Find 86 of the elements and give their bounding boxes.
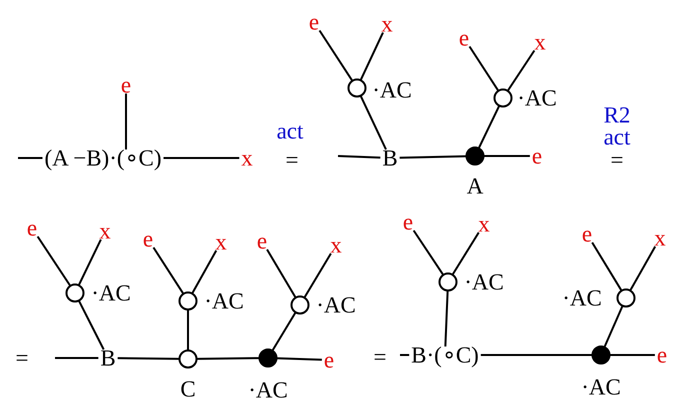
end-label: x	[534, 30, 546, 54]
end-label: x	[215, 230, 227, 254]
connector-line	[478, 106, 500, 148]
connector-line	[78, 300, 105, 350]
connector-line	[630, 246, 656, 291]
connector-line	[196, 357, 260, 360]
open-vertex	[290, 295, 310, 315]
connector-line	[452, 232, 480, 275]
connector-line	[276, 357, 322, 361]
connector-line	[400, 155, 466, 159]
end-label: x	[241, 146, 253, 170]
relation-label: R2	[604, 104, 630, 126]
vertex-annotation: A	[466, 174, 484, 198]
open-vertex	[178, 349, 198, 369]
vertex-annotation: ·AC	[372, 78, 412, 102]
end-label: x	[478, 212, 490, 236]
end-label: x	[654, 226, 666, 250]
connector-line	[610, 354, 655, 356]
relation-label: act	[276, 120, 304, 142]
connector-line	[444, 290, 449, 347]
connector-line	[304, 252, 332, 298]
equals-sign: =	[374, 346, 386, 368]
end-label: e	[582, 222, 592, 246]
vertex-annotation: ·AC	[562, 286, 602, 310]
end-label: e	[26, 216, 38, 240]
end-label: e	[256, 230, 268, 252]
vertex-annotation: ·AC	[91, 282, 131, 304]
connector-line	[272, 312, 296, 351]
vertex-annotation: C	[180, 378, 196, 400]
equals-sign: =	[286, 148, 298, 172]
connector-line	[468, 46, 499, 91]
end-label: e	[656, 344, 668, 366]
connector-line	[591, 242, 622, 291]
connector-line	[480, 354, 592, 356]
filled-vertex	[465, 146, 485, 166]
connector-line	[318, 30, 353, 81]
expression-label: (A −B)·(∘C)	[44, 146, 162, 170]
end-label: x	[381, 12, 393, 36]
connector-line	[360, 96, 387, 150]
expression-label: B·(∘C)	[411, 344, 479, 366]
relation-label: act	[604, 126, 630, 148]
connector-line	[400, 354, 410, 356]
vertex-annotation: ·AC	[204, 290, 244, 312]
end-label: e	[402, 210, 414, 234]
connector-line	[125, 94, 127, 150]
vertex-annotation: ·AC	[316, 294, 356, 316]
connector-line	[192, 250, 218, 294]
end-label: e	[308, 10, 320, 34]
connector-line	[360, 32, 384, 80]
connector-line	[338, 155, 380, 159]
end-label: e	[532, 144, 542, 168]
connector-line	[78, 239, 102, 286]
connector-line	[266, 248, 296, 298]
end-label: x	[330, 234, 342, 256]
connector-line	[484, 155, 530, 157]
filled-vertex	[591, 345, 611, 365]
end-label: B	[382, 146, 398, 170]
connector-line	[604, 306, 624, 348]
connector-line	[36, 236, 71, 286]
open-vertex	[438, 272, 458, 292]
open-vertex	[347, 78, 367, 98]
equals-sign: =	[16, 346, 28, 370]
connector-line	[164, 157, 240, 159]
connector-line	[118, 357, 180, 360]
vertex-annotation: ·AC	[464, 270, 504, 294]
filled-vertex	[258, 348, 278, 368]
connector-line	[55, 357, 98, 359]
open-vertex	[65, 283, 85, 303]
end-label: B	[100, 346, 116, 370]
open-vertex	[493, 88, 513, 108]
end-label: e	[120, 74, 132, 96]
end-label: x	[99, 220, 111, 242]
connector-line	[187, 310, 189, 350]
open-vertex	[616, 288, 636, 308]
end-label: e	[458, 26, 470, 50]
connector-line	[412, 230, 444, 276]
equals-sign: =	[610, 148, 624, 172]
end-label: e	[142, 228, 154, 250]
end-label: e	[324, 348, 334, 372]
connector-line	[507, 50, 536, 92]
open-vertex	[178, 291, 198, 311]
connector-line	[18, 157, 42, 159]
vertex-annotation: ·AC	[248, 378, 288, 402]
connector-line	[152, 246, 184, 294]
vertex-annotation: ·AC	[581, 376, 621, 398]
vertex-annotation: ·AC	[517, 86, 557, 110]
